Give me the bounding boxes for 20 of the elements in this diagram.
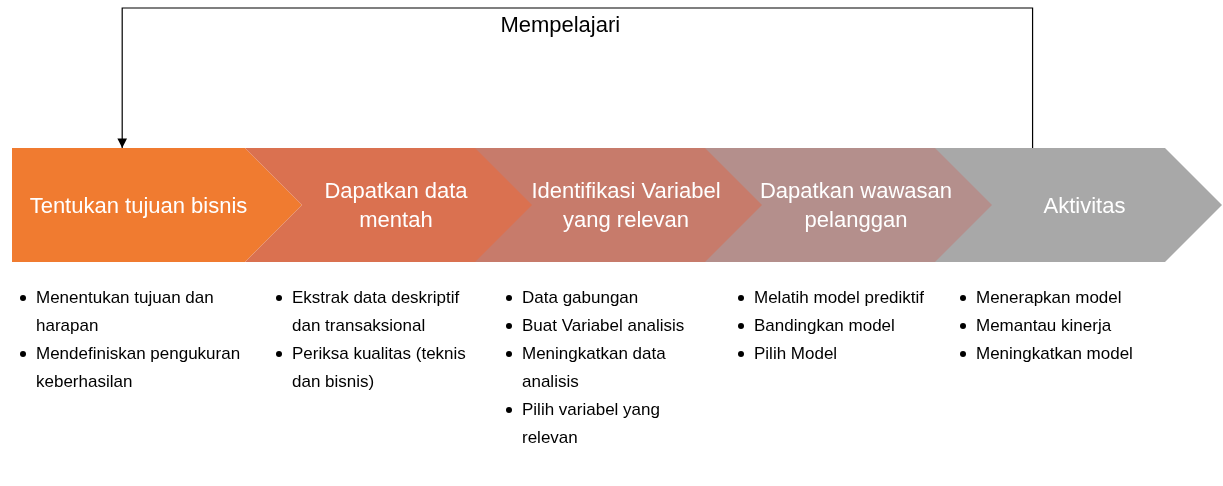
bullet-item: Menentukan tujuan dan harapan [18, 284, 253, 340]
bullet-item: Meningkatkan data analisis [504, 340, 719, 396]
step-title: Identifikasi Variabel yang relevan [530, 177, 722, 234]
bullet-item: Memantau kinerja [958, 312, 1198, 340]
bullet-item: Pilih Model [736, 340, 961, 368]
bullet-item: Mendefiniskan pengukuran keberhasilan [18, 340, 253, 396]
bullet-item: Menerapkan model [958, 284, 1198, 312]
bullet-item: Data gabungan [504, 284, 719, 312]
bullet-item: Periksa kualitas (teknis dan bisnis) [274, 340, 489, 396]
bullet-item: Buat Variabel analisis [504, 312, 719, 340]
chevron-step [245, 148, 535, 262]
bullet-item: Meningkatkan model [958, 340, 1198, 368]
bullet-item: Melatih model prediktif [736, 284, 961, 312]
bullet-item: Ekstrak data deskriptif dan transaksional [274, 284, 489, 340]
step-title: Dapatkan data mentah [323, 177, 469, 234]
bullet-item: Pilih variabel yang relevan [504, 396, 719, 452]
step-title: Dapatkan wawasan pelanggan [759, 177, 953, 234]
bullet-item: Bandingkan model [736, 312, 961, 340]
feedback-arrow [117, 7, 1034, 149]
step-title: Aktivitas [1043, 191, 1126, 220]
